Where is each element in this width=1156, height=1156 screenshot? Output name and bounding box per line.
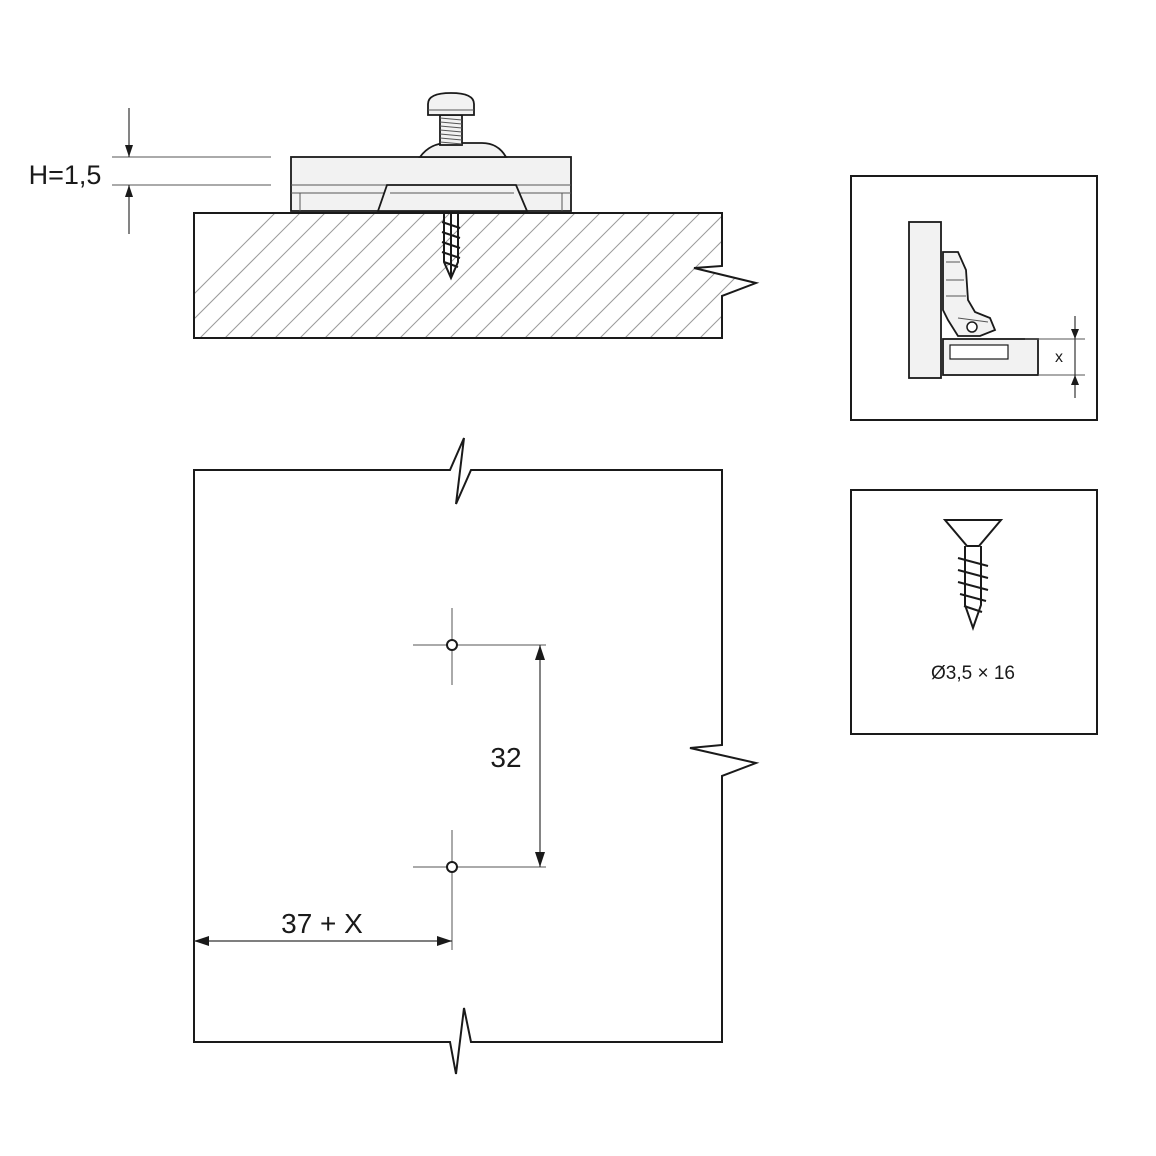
wood-screw-section (441, 213, 461, 281)
side-panel-outline (193, 437, 760, 1075)
hatch-line (324, 213, 451, 338)
hatch-line (224, 213, 351, 338)
plan-view: 32 37 + X (193, 437, 760, 1075)
hatch-line (699, 213, 756, 338)
hatch-line (574, 213, 701, 338)
hatch-line (775, 213, 900, 338)
hatch-line (349, 213, 476, 338)
countersunk-screw-icon (942, 519, 1004, 632)
adjusting-screw (427, 92, 475, 146)
height-dimension: H=1,5 (29, 108, 271, 234)
thread-line (439, 141, 463, 145)
board-section (193, 212, 925, 339)
hatch-line (299, 213, 426, 338)
hatch-line (724, 213, 756, 338)
thread-line (439, 125, 463, 129)
hatch-line (249, 213, 376, 338)
hatch-line (749, 213, 756, 338)
hatch-line (399, 213, 526, 338)
hatch-line (449, 213, 576, 338)
hatch-line (524, 213, 651, 338)
hatch-line (194, 213, 301, 338)
screw-size-label: Ø3,5 × 16 (931, 663, 1015, 684)
offset-x-label: x (1055, 349, 1063, 366)
hatch-line (649, 213, 756, 338)
hatch-line (499, 213, 626, 338)
hatch-line (599, 213, 726, 338)
hatch-line (274, 213, 401, 338)
hatch-line (800, 213, 925, 338)
drill-hole-top (413, 608, 546, 685)
hatch-line (194, 213, 276, 338)
hatch-line (474, 213, 601, 338)
hatch-line (199, 213, 326, 338)
height-label: H=1,5 (29, 160, 102, 190)
mounting-plate (290, 142, 572, 212)
drill-hole-bottom (413, 830, 546, 950)
section-view: H=1,5 (29, 92, 925, 339)
hatch-line (374, 213, 501, 338)
thread-line (439, 117, 463, 121)
edge-offset-label: 37 + X (281, 908, 363, 939)
hole-spacing-dimension: 32 (490, 645, 545, 867)
hole-spacing-label: 32 (490, 742, 521, 773)
hinge-detail-box: x (850, 175, 1098, 421)
hatch-line (549, 213, 676, 338)
hinge-detail-drawing: x (908, 221, 1085, 398)
thread-line (439, 137, 463, 141)
edge-offset-dimension: 37 + X (194, 908, 452, 946)
hatch-line (624, 213, 751, 338)
hatch-line (674, 213, 756, 338)
hatch-line (424, 213, 551, 338)
thread-line (439, 133, 463, 137)
thread-line (439, 129, 463, 133)
thread-line (439, 121, 463, 125)
screw-detail-box: Ø3,5 × 16 (850, 489, 1098, 735)
